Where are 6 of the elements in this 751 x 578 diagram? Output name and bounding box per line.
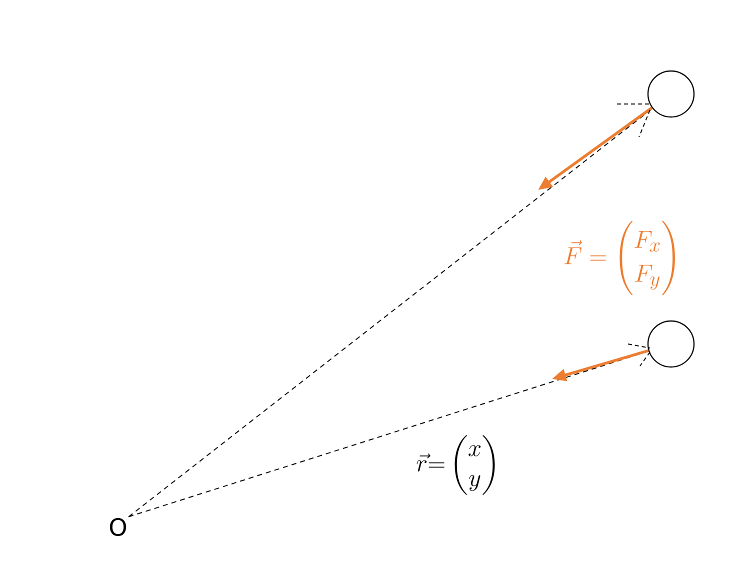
position-line (128, 108, 653, 518)
particle-circle (647, 320, 695, 368)
origin-label: O (110, 518, 126, 536)
vector-formula: $\vec{F} = \begin{pmatrix}F_x\\F_y\end{pmatrix}$ (564, 220, 675, 296)
vector-formula: $\vec{r}{=}\begin{pmatrix}x\\y\end{pmatrix}$ (416, 435, 495, 495)
particle-circle (647, 70, 695, 118)
